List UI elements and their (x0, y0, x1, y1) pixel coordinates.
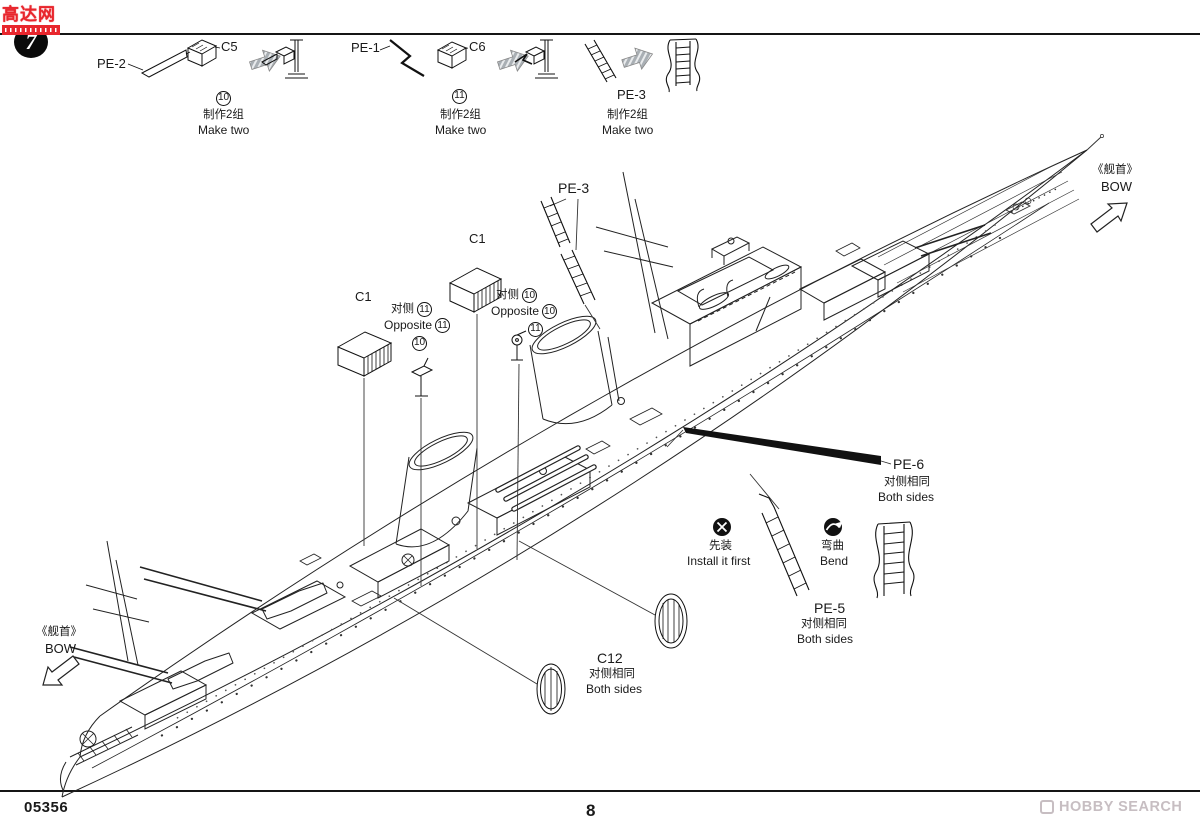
pe3-ladder-drawings (540, 196, 596, 305)
subassembly-1-drawing (127, 39, 308, 79)
pe3-callout-label: PE-3 (558, 180, 590, 196)
assembly-arrow-icon (496, 49, 529, 73)
bend-cn: 弯曲 (821, 540, 844, 552)
install-first-cn: 先装 (709, 540, 732, 552)
opposite-left-en: Opposite 11 (384, 318, 451, 333)
ship-torpedo-tubes (495, 445, 597, 512)
sub1-note-cn: 制作2组 (203, 109, 244, 121)
bow-bottom-cn: 《舰首》 (36, 626, 82, 638)
assembly-arrow-icon (621, 47, 654, 70)
sub1-note-en: Make two (198, 123, 250, 137)
watermark-logo: 高达网 (2, 0, 60, 35)
c12-part-drawings (536, 593, 688, 715)
hobby-search-text: HOBBY SEARCH (1059, 799, 1183, 815)
pe6-note-cn: 对侧相同 (884, 476, 930, 488)
opposite-left-badge: 10 (412, 334, 427, 351)
pe5-ladder-drawings (758, 493, 915, 599)
pe2-label: PE-2 (97, 56, 126, 71)
pe6-strip-drawing (683, 427, 881, 465)
top-border-line (0, 33, 1200, 35)
c12-label: C12 (597, 650, 623, 666)
subassembly-2-drawing (379, 39, 558, 79)
callout-leader-lines (363, 198, 892, 685)
pe6-label: PE-6 (893, 456, 925, 472)
opposite-right-en: Opposite 10 (491, 303, 558, 319)
pe5-label: PE-5 (814, 600, 846, 616)
sub2-badge: 11 (452, 87, 467, 104)
bow-top-en: BOW (1101, 179, 1133, 194)
page-number: 8 (586, 801, 596, 820)
assembly-arrow-icon (248, 49, 281, 73)
hobby-search-watermark: HOBBY SEARCH (1040, 799, 1182, 815)
bow-bottom-en: BOW (45, 641, 77, 656)
opposite-left-cn: 对侧 11 (391, 302, 432, 317)
c1-part-drawings (336, 267, 503, 377)
pe6-note-en: Both sides (878, 490, 935, 504)
sub2-note-cn: 制作2组 (440, 109, 481, 121)
install-first-en: Install it first (687, 554, 751, 568)
opposite-right-badge: 11 (528, 320, 543, 337)
sub3-note-en: Make two (602, 123, 654, 137)
hobby-search-logo-icon (1040, 800, 1054, 814)
c12-note-cn: 对侧相同 (589, 668, 635, 680)
sub3-pe3-label: PE-3 (617, 87, 646, 102)
ship-superstructure-drawing (60, 171, 992, 793)
bend-en: Bend (820, 554, 849, 568)
pe5-note-en: Both sides (797, 632, 854, 646)
install-first-icon (713, 518, 731, 536)
kit-number: 05356 (24, 799, 69, 816)
c5-label: C5 (221, 39, 238, 54)
c1-right-label: C1 (469, 231, 486, 246)
opposite-right-cn: 对侧 10 (496, 288, 537, 303)
c1-left-label: C1 (355, 289, 372, 304)
sub1-badge: 10 (216, 89, 231, 106)
small-fitting-drawings (410, 330, 527, 397)
bow-arrow-bottom (42, 655, 80, 686)
sub2-note-en: Make two (435, 123, 487, 137)
c6-label: C6 (469, 39, 486, 54)
sub3-note-cn: 制作2组 (607, 109, 648, 121)
bow-top-cn: 《舰首》 (1092, 164, 1138, 176)
bend-icon (824, 518, 843, 536)
subassembly-3-drawing (584, 38, 701, 93)
watermark-text: 高达网 (2, 5, 56, 24)
ship-hull-drawing (61, 149, 1088, 798)
bow-arrow-top (1090, 202, 1128, 233)
watermark-url-bar (2, 25, 60, 35)
pe5-note-cn: 对侧相同 (801, 618, 847, 630)
bottom-border-line (0, 790, 1200, 792)
pe1-label: PE-1 (351, 40, 380, 55)
c12-note-en: Both sides (586, 682, 643, 696)
